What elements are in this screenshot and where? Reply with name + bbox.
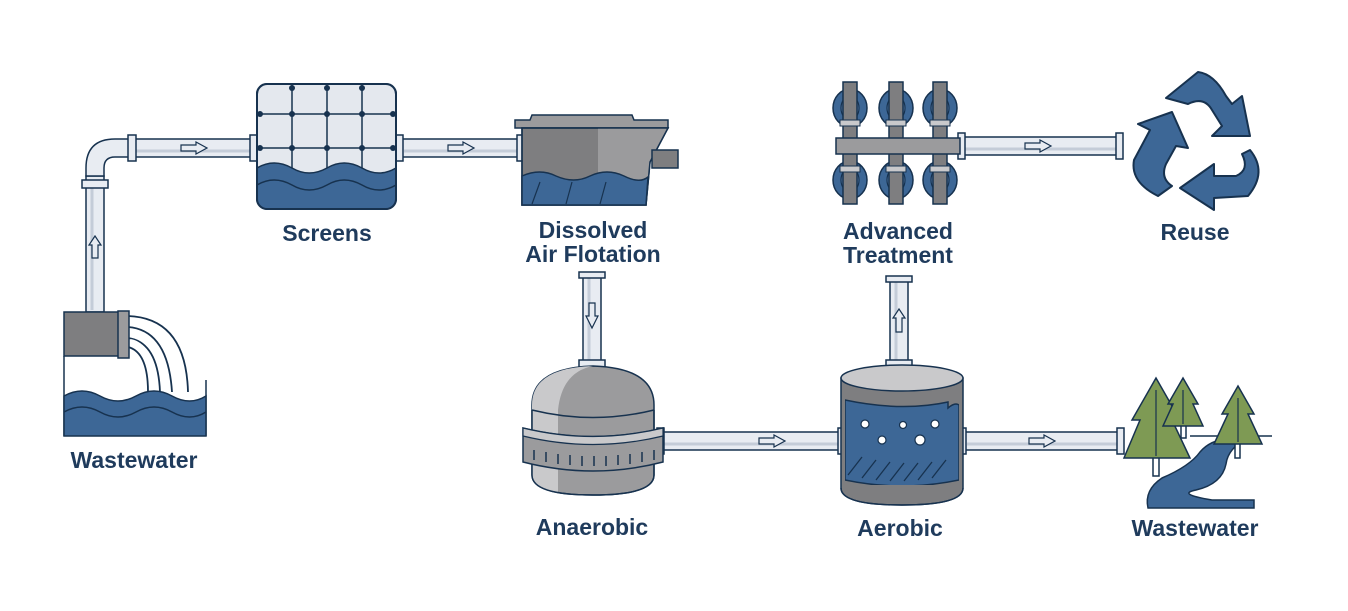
label-daf-line2: Air Flotation [525,241,661,267]
anaerobic-digester-icon [522,365,664,496]
arrow-up-icon [891,307,907,333]
pipe-to-aerobic [659,431,841,451]
label-screens: Screens [282,220,372,246]
arrow-right-icon [180,140,209,156]
arrow-down-icon [585,302,599,330]
pipe-elbow [85,138,131,177]
label-advanced-line1: Advanced [843,218,953,244]
label-advanced-line2: Treatment [843,242,953,268]
label-daf-line1: Dissolved [538,217,648,243]
arrow-right-icon [758,433,787,449]
membrane-filter-icon [832,81,961,205]
aerobic-tank-icon [840,364,964,506]
label-reuse: Reuse [1160,219,1230,245]
label-wastewater-in: Wastewater [70,447,198,473]
label-wastewater-out: Wastewater [1131,515,1259,541]
screen-filter-icon [256,83,397,210]
recycle-icon [1132,71,1260,211]
arrow-right-icon [447,140,476,156]
river-trees-icon [1122,376,1272,509]
arrow-right-icon [1028,433,1057,449]
flotation-tank-icon [514,114,679,206]
label-aerobic: Aerobic [857,515,943,541]
label-anaerobic: Anaerobic [535,514,649,540]
arrow-right-icon [1024,138,1053,154]
flow-arrows [87,138,1057,449]
arrow-up-icon [87,234,103,259]
wastewater-outfall-icon [63,310,207,437]
